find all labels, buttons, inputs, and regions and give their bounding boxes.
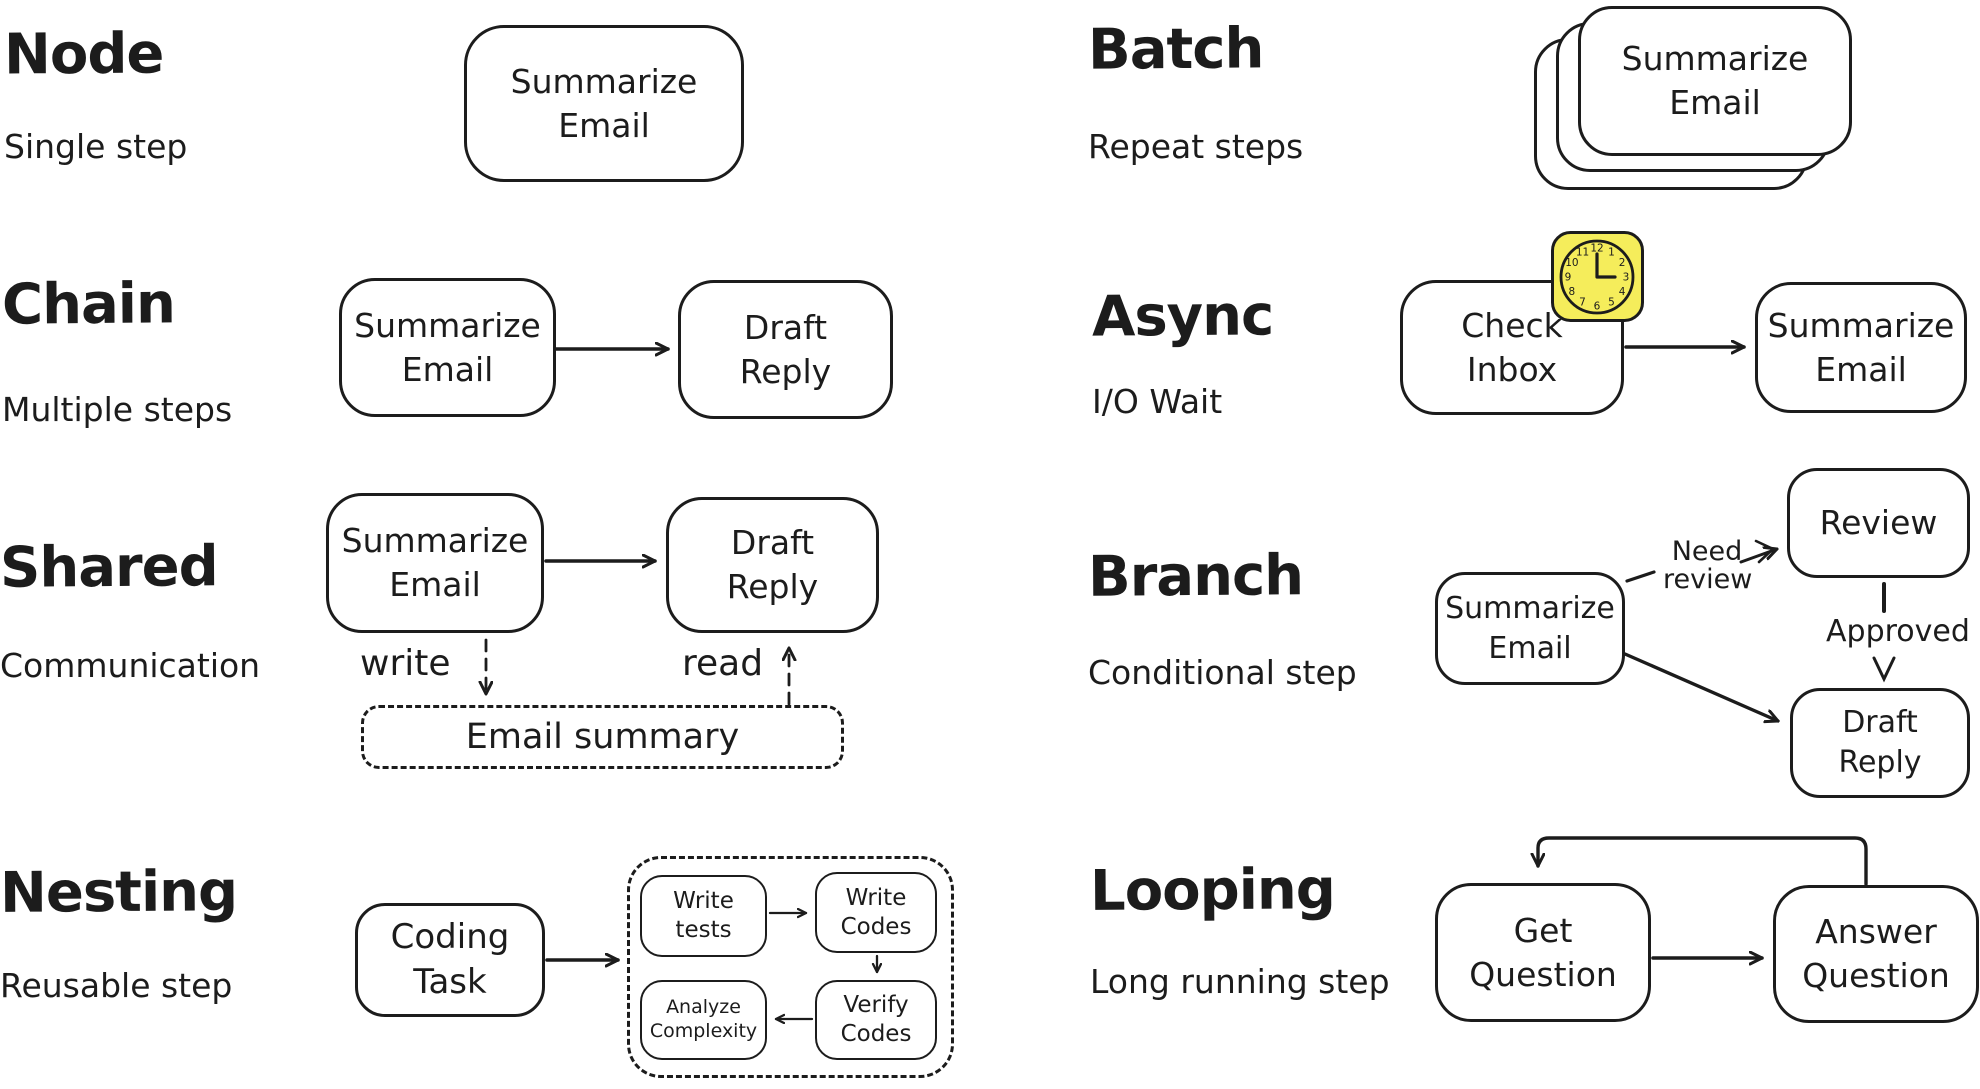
svg-text:7: 7	[1579, 297, 1586, 309]
branch-need-review-label: Need review	[1663, 536, 1753, 596]
chain-step2-box: Draft Reply	[678, 280, 893, 419]
section-branch-title: Branch	[1087, 543, 1304, 610]
nesting-write-tests-box: Write tests	[640, 875, 767, 957]
svg-text:6: 6	[1594, 301, 1601, 313]
svg-text:2: 2	[1619, 257, 1626, 269]
clock-icon-numbers: 12 1 2 3 4 5 6 7 8 9 10 11	[1565, 243, 1630, 313]
nesting-main-box: Coding Task	[355, 903, 545, 1017]
nesting-analyze-complexity-box: Analyze Complexity	[640, 980, 767, 1060]
async-step2-box: Summarize Email	[1755, 282, 1967, 413]
looping-get-question-box: Get Question	[1435, 883, 1651, 1022]
section-batch-subtitle: Repeat steps	[1088, 127, 1304, 166]
looping-loopback-arrow	[1538, 836, 1868, 886]
svg-text:9: 9	[1565, 272, 1572, 284]
section-shared-title: Shared	[0, 534, 218, 601]
svg-text:3: 3	[1623, 272, 1630, 284]
branch-draft-box: Draft Reply	[1790, 688, 1970, 798]
section-branch-subtitle: Conditional step	[1088, 653, 1357, 692]
section-looping-title: Looping	[1089, 857, 1336, 924]
nesting-write-codes-box: Write Codes	[815, 872, 937, 953]
shared-store-box: Email summary	[361, 705, 844, 769]
branch-need-arrow-chevron	[1754, 539, 1776, 564]
section-batch-title: Batch	[1087, 16, 1264, 83]
section-node-subtitle: Single step	[4, 127, 188, 166]
section-async-subtitle: I/O Wait	[1092, 382, 1223, 421]
chain-step1-box: Summarize Email	[339, 278, 556, 417]
section-node-title: Node	[3, 21, 164, 88]
shared-step1-box: Summarize Email	[326, 493, 544, 633]
branch-approved-label: Approved	[1826, 614, 1970, 649]
shared-write-label: write	[360, 643, 451, 684]
section-nesting-subtitle: Reusable step	[0, 966, 233, 1005]
looping-answer-question-box: Answer Question	[1773, 885, 1979, 1023]
async-step1-box: Check Inbox	[1400, 280, 1624, 415]
node-step-box: Summarize Email	[464, 25, 744, 182]
section-nesting-title: Nesting	[0, 859, 238, 926]
branch-main-box: Summarize Email	[1435, 572, 1625, 685]
section-async-title: Async	[1091, 283, 1274, 350]
branch-need-dash	[1625, 570, 1656, 583]
svg-text:5: 5	[1608, 297, 1615, 309]
section-shared-subtitle: Communication	[0, 646, 261, 685]
section-chain-title: Chain	[1, 271, 176, 338]
clock-icon-face	[1559, 239, 1635, 315]
shared-read-label: read	[682, 643, 764, 684]
clock-icon-hands	[1595, 252, 1617, 279]
section-chain-subtitle: Multiple steps	[2, 390, 233, 429]
svg-text:11: 11	[1576, 246, 1589, 258]
branch-direct-arrow	[1623, 652, 1780, 721]
batch-stack-card-front: Summarize Email	[1578, 6, 1852, 156]
branch-review-box: Review	[1787, 468, 1970, 578]
shared-step2-box: Draft Reply	[666, 497, 879, 633]
branch-approved-arrowhead	[1872, 656, 1896, 683]
nesting-verify-codes-box: Verify Codes	[815, 980, 937, 1060]
clock-icon: 12 1 2 3 4 5 6 7 8 9 10 11	[1551, 231, 1644, 322]
svg-text:1: 1	[1608, 246, 1615, 258]
svg-text:10: 10	[1565, 257, 1578, 269]
svg-text:4: 4	[1619, 286, 1626, 298]
section-looping-subtitle: Long running step	[1090, 962, 1390, 1001]
svg-text:8: 8	[1569, 286, 1576, 298]
svg-text:12: 12	[1590, 243, 1603, 255]
